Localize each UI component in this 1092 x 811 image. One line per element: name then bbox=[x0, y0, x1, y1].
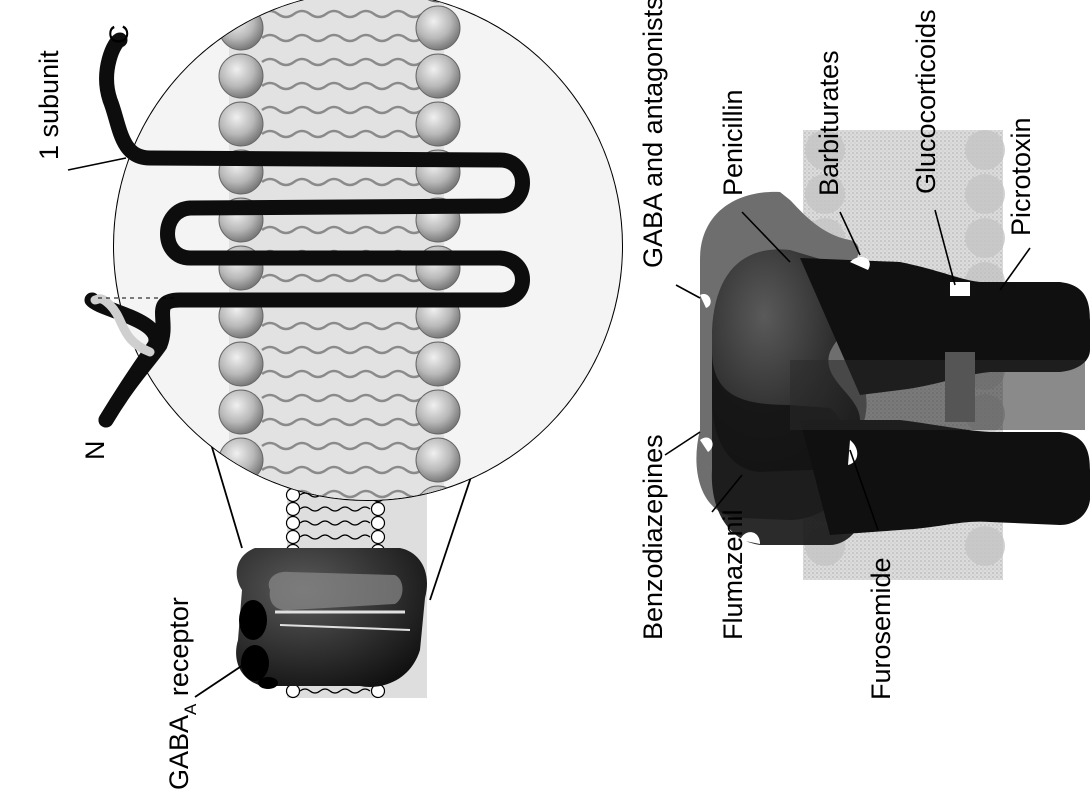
lipid-head bbox=[219, 438, 263, 482]
lipid-head bbox=[287, 531, 300, 544]
lipid-head bbox=[416, 6, 460, 50]
lipid-head bbox=[219, 54, 263, 98]
subunit-leader bbox=[68, 158, 126, 170]
subunit-inset bbox=[92, 0, 622, 530]
lipid-head bbox=[372, 531, 385, 544]
lipid-head bbox=[965, 130, 1005, 170]
lipid-head bbox=[219, 102, 263, 146]
lipid-head bbox=[416, 438, 460, 482]
lipid-head bbox=[965, 218, 1005, 258]
lipid-head bbox=[219, 390, 263, 434]
label-flumazenil: Flumazenil bbox=[718, 509, 748, 640]
lipid-head bbox=[219, 0, 263, 2]
label-benzodiazepines: Benzodiazepines bbox=[638, 434, 668, 640]
lipid-head bbox=[287, 517, 300, 530]
label-furosemide: Furosemide bbox=[866, 557, 896, 700]
lipid-head bbox=[372, 503, 385, 516]
label-barbiturates: Barbiturates bbox=[814, 50, 844, 196]
label-picrotoxin: Picrotoxin bbox=[1006, 117, 1036, 236]
subunit-label: 1 subunit bbox=[34, 50, 64, 160]
label-glucocorticoids: Glucocorticoids bbox=[911, 9, 941, 194]
lipid-head bbox=[287, 503, 300, 516]
receptor-small bbox=[236, 548, 427, 689]
c-terminus-label: C bbox=[104, 25, 134, 45]
lipid-head bbox=[219, 6, 263, 50]
label-penicillin: Penicillin bbox=[718, 89, 748, 196]
lipid-head bbox=[219, 342, 263, 386]
receptor-label: GABAA receptor bbox=[164, 597, 200, 790]
lipid-head bbox=[372, 517, 385, 530]
leader-benzodiazepines bbox=[665, 432, 700, 455]
lipid-head bbox=[965, 526, 1005, 566]
leader-gaba bbox=[676, 285, 700, 298]
n-terminus-label: N bbox=[80, 441, 110, 461]
lipid-head bbox=[965, 174, 1005, 214]
lipid-head bbox=[416, 54, 460, 98]
lipid-head bbox=[416, 390, 460, 434]
lipid-head bbox=[287, 685, 300, 698]
lipid-head bbox=[416, 102, 460, 146]
lipid-head bbox=[416, 342, 460, 386]
label-gaba-antagonists: GABA and antagonists bbox=[638, 0, 668, 268]
